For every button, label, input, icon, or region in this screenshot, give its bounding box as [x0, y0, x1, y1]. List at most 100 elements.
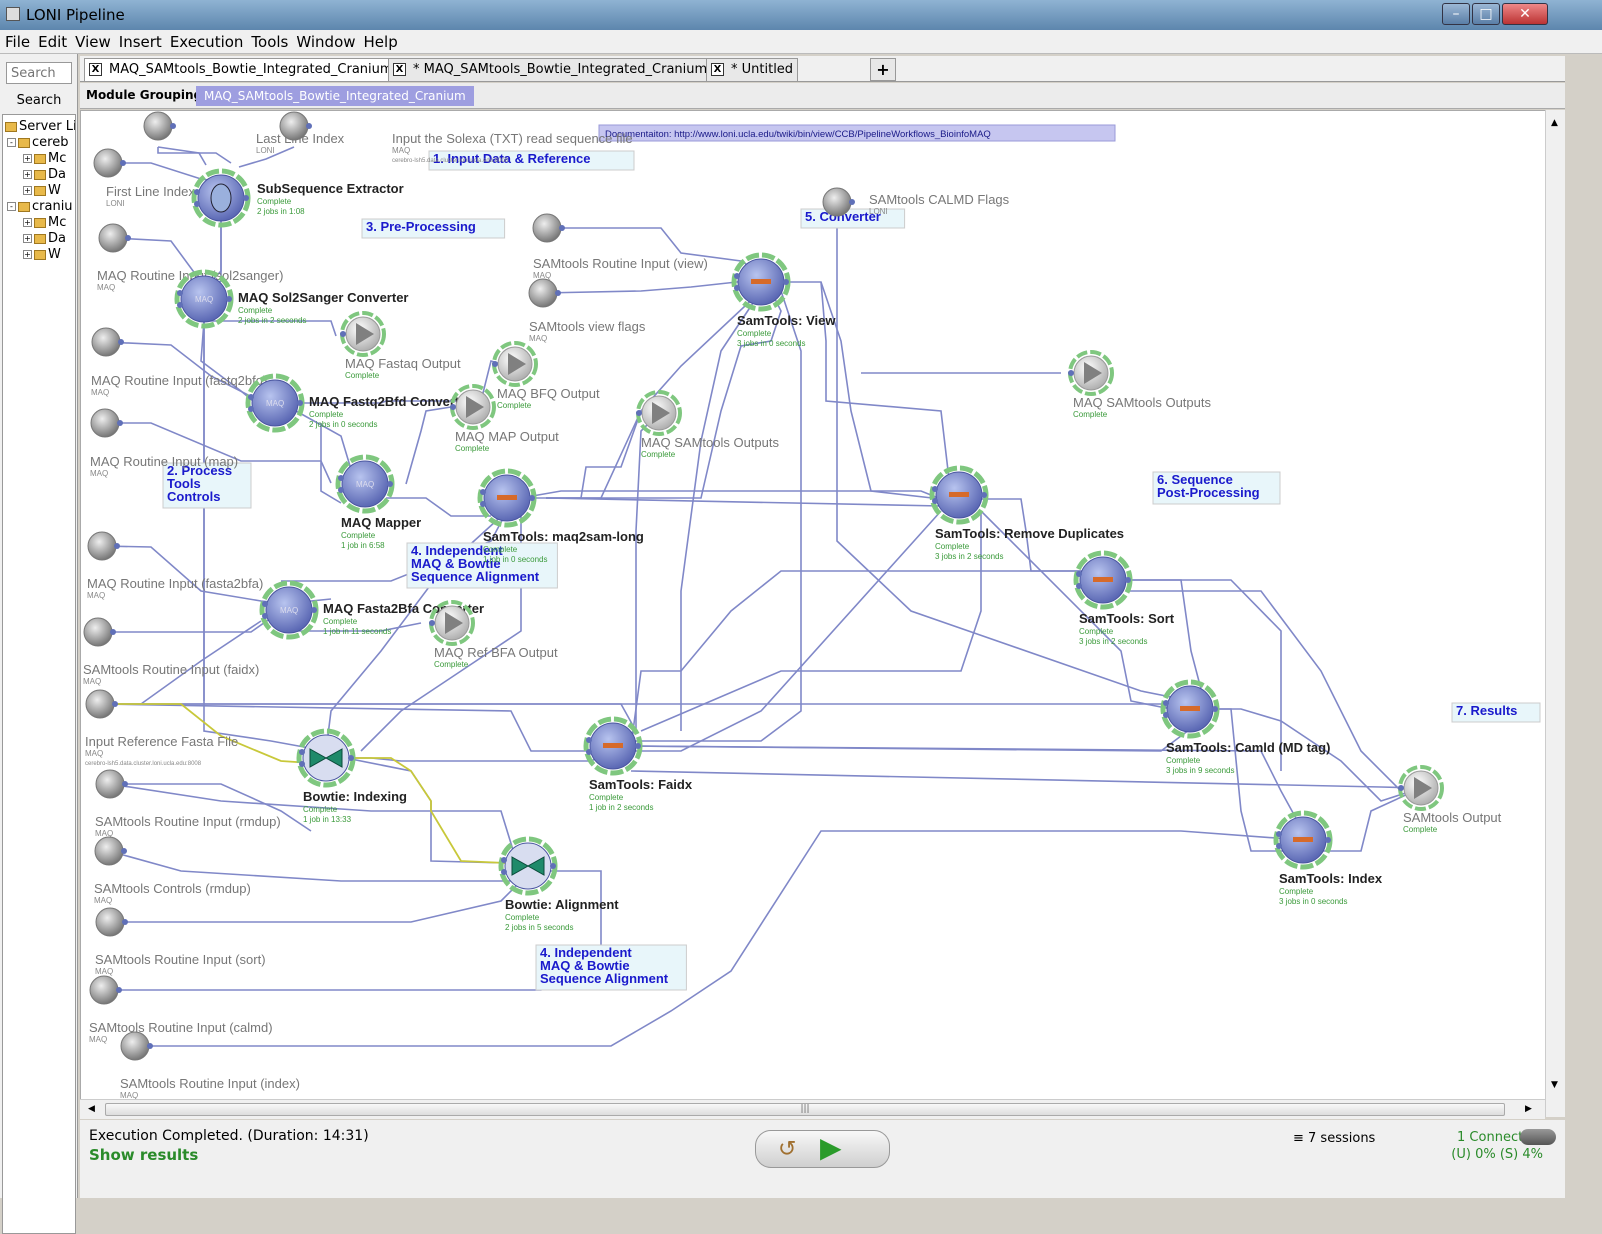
input-port[interactable] [586, 749, 592, 755]
play-icon[interactable]: ▶ [820, 1131, 842, 1164]
group-label[interactable]: 3. Pre-Processing [361, 218, 506, 239]
output-port[interactable] [114, 543, 120, 549]
input-port[interactable] [1076, 583, 1082, 589]
input-node[interactable]: Input the Solexa (TXT) read sequence fil… [279, 111, 633, 164]
input-port[interactable] [248, 394, 254, 400]
input-node[interactable]: SAMtools Routine Input (index)MAQ [120, 1031, 300, 1100]
collapse-icon[interactable]: - [7, 202, 16, 211]
input-port[interactable] [1076, 571, 1082, 577]
output-port[interactable] [348, 755, 354, 761]
output-port[interactable] [635, 743, 641, 749]
output-port[interactable] [147, 1043, 153, 1049]
output-port[interactable] [981, 492, 987, 498]
output-port[interactable] [783, 279, 789, 285]
output-port[interactable] [226, 296, 232, 302]
input-port[interactable] [338, 475, 344, 481]
output-port[interactable] [311, 607, 317, 613]
close-tab-icon[interactable]: X [711, 63, 724, 76]
menu-view[interactable]: View [75, 33, 111, 51]
input-port[interactable] [1398, 785, 1404, 791]
output-port[interactable] [555, 290, 561, 296]
output-port[interactable] [306, 123, 312, 129]
input-node[interactable]: MAQ Routine Input (map)MAQ [90, 408, 238, 478]
output-port[interactable] [122, 781, 128, 787]
menu-insert[interactable]: Insert [118, 33, 162, 51]
input-port[interactable] [734, 285, 740, 291]
search-input[interactable] [6, 62, 72, 84]
group-label[interactable]: 7. Results [1451, 702, 1541, 723]
expand-icon[interactable]: + [23, 186, 32, 195]
tree-item[interactable]: -cereb [7, 135, 68, 150]
output-port[interactable] [122, 919, 128, 925]
output-port[interactable] [170, 123, 176, 129]
group-label[interactable]: 1. Input Data & Reference [428, 150, 635, 171]
output-port[interactable] [1212, 706, 1218, 712]
output-port[interactable] [125, 235, 131, 241]
output-port[interactable] [243, 195, 249, 201]
input-port[interactable] [262, 601, 268, 607]
connection-icon[interactable] [1520, 1129, 1556, 1145]
input-port[interactable] [299, 749, 305, 755]
horizontal-scroll-thumb[interactable]: ||| [105, 1103, 1505, 1116]
output-port[interactable] [110, 629, 116, 635]
tree-item[interactable]: +Da [23, 231, 66, 246]
output-port[interactable] [1125, 577, 1131, 583]
output-port[interactable] [112, 701, 118, 707]
input-port[interactable] [262, 613, 268, 619]
vertical-scrollbar[interactable]: ▲ ▼ [1545, 110, 1565, 1117]
workflow-canvas[interactable]: Documentaiton: http://www.loni.ucla.edu/… [80, 110, 1565, 1117]
tree-item[interactable]: +W [23, 247, 61, 262]
maximize-button[interactable]: □ [1472, 3, 1500, 25]
output-port[interactable] [297, 400, 303, 406]
input-port[interactable] [1068, 370, 1074, 376]
input-node[interactable]: SAMtools Routine Input (faidx)MAQ [83, 617, 259, 686]
input-node[interactable]: SAMtools Routine Input (rmdup)MAQ [95, 769, 281, 838]
menu-help[interactable]: Help [363, 33, 398, 51]
input-port[interactable] [734, 273, 740, 279]
group-label[interactable]: 5. Converter [800, 208, 906, 229]
expand-icon[interactable]: + [23, 218, 32, 227]
menu-execution[interactable]: Execution [169, 33, 244, 51]
output-port[interactable] [529, 495, 535, 501]
output-port[interactable] [118, 339, 124, 345]
tree-item[interactable]: +Mc [23, 215, 66, 230]
reset-icon[interactable]: ↺ [778, 1137, 797, 1162]
input-port[interactable] [1163, 712, 1169, 718]
input-port[interactable] [932, 498, 938, 504]
input-port[interactable] [450, 404, 456, 410]
expand-icon[interactable]: + [23, 154, 32, 163]
collapse-icon[interactable]: - [7, 138, 16, 147]
input-port[interactable] [492, 361, 498, 367]
minimize-button[interactable]: – [1442, 3, 1470, 25]
input-port[interactable] [194, 189, 200, 195]
output-port[interactable] [121, 848, 127, 854]
tree-item[interactable]: Server Li [5, 119, 75, 134]
menu-tools[interactable]: Tools [251, 33, 289, 51]
menu-edit[interactable]: Edit [38, 33, 68, 51]
output-port[interactable] [387, 481, 393, 487]
input-port[interactable] [501, 857, 507, 863]
output-port[interactable] [120, 160, 126, 166]
input-node[interactable]: MAQ Routine Input (fasta2bfa)MAQ [87, 531, 263, 600]
show-results-link[interactable]: Show results [89, 1146, 199, 1164]
input-port[interactable] [636, 410, 642, 416]
tree-item[interactable]: -craniu [7, 199, 73, 214]
menu-window[interactable]: Window [296, 33, 356, 51]
output-port[interactable] [559, 225, 565, 231]
input-port[interactable] [338, 487, 344, 493]
input-port[interactable] [248, 406, 254, 412]
input-port[interactable] [340, 331, 346, 337]
